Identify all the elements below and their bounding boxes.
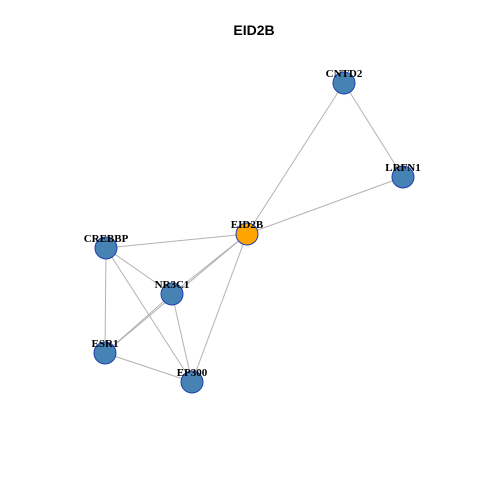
node-layer [93,71,415,394]
edge-nr3c1-esr1 [104,293,173,354]
edge-crebbp-ep300 [105,247,193,383]
graph-title: EID2B [233,22,274,38]
edge-cntd2-lrfn1 [343,82,404,178]
edge-lrfn1-eid2b [246,176,404,235]
edge-crebbp-nr3c1 [105,247,173,295]
node-label-cntd2: CNTD2 [326,68,363,80]
node-eid2b [235,222,259,246]
node-label-ep300: EP300 [177,367,208,379]
edge-eid2b-ep300 [191,233,248,383]
node-crebbp [94,236,118,260]
node-label-nr3c1: NR3C1 [155,279,190,291]
edge-eid2b-crebbp [105,233,248,249]
edge-nr3c1-ep300 [171,293,193,383]
node-ep300 [180,370,204,394]
node-label-eid2b: EID2B [231,219,264,231]
node-nr3c1 [160,282,184,306]
node-lrfn1 [391,165,415,189]
edge-cntd2-eid2b [246,82,345,235]
node-label-esr1: ESR1 [92,338,119,350]
node-esr1 [93,341,117,365]
edge-crebbp-esr1 [104,247,107,354]
node-label-crebbp: CREBBP [84,233,129,245]
edge-esr1-ep300 [104,352,193,383]
node-label-lrfn1: LRFN1 [385,162,420,174]
node-cntd2 [332,71,356,95]
